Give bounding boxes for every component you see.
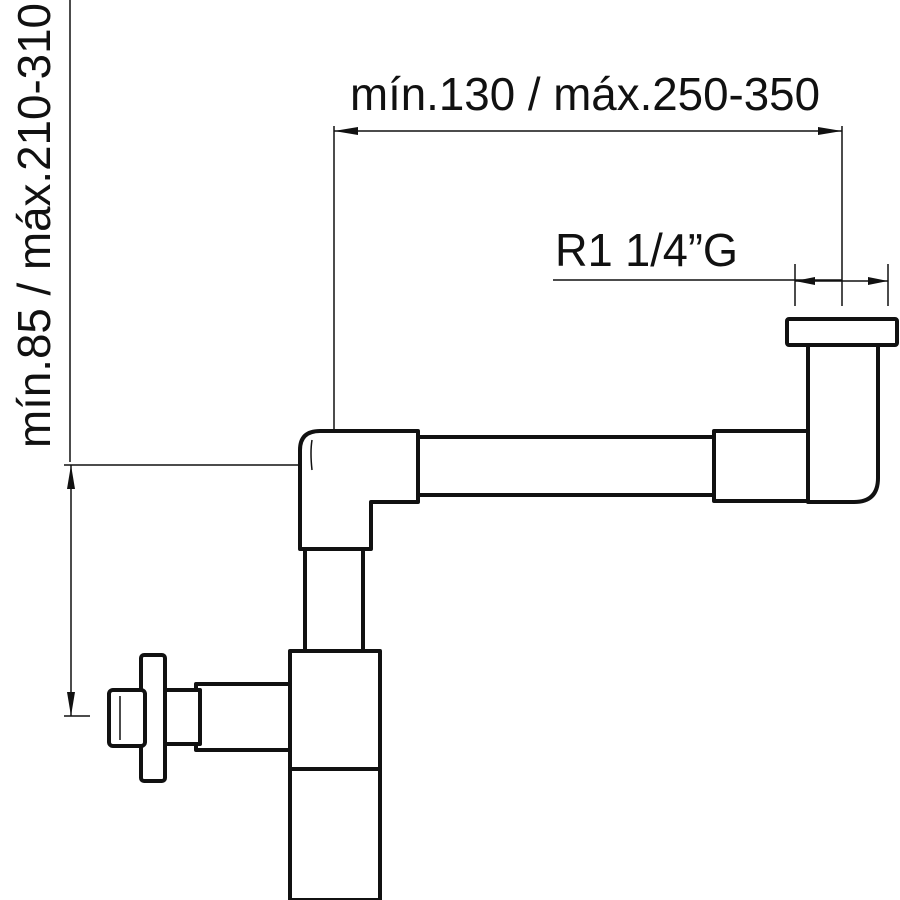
- inlet-bend-pipe: [806, 340, 880, 504]
- side-inlet-pipe: [194, 682, 292, 752]
- horizontal-outlet-pipe: [410, 435, 724, 497]
- bottle-trap: [107, 317, 899, 900]
- vertical-dimension: mín.85 / máx.210-310: [8, 0, 346, 717]
- thread-dimension: R1 1/4”G: [553, 224, 889, 306]
- bottle-body-upper: [288, 649, 382, 771]
- thread-dimension-label: R1 1/4”G: [555, 224, 738, 276]
- horizontal-dimension: mín.130 / máx.250-350: [333, 68, 843, 466]
- side-inlet-stub: [107, 688, 147, 748]
- top-connector-cap: [785, 317, 899, 347]
- bottle-body-lower: [288, 767, 382, 900]
- elbow-joint: [298, 429, 420, 551]
- vertical-drop-tube: [303, 547, 365, 653]
- elbow-sleeve: [712, 429, 818, 503]
- horizontal-dimension-label: mín.130 / máx.250-350: [350, 68, 820, 120]
- vertical-dimension-label: mín.85 / máx.210-310: [8, 3, 60, 448]
